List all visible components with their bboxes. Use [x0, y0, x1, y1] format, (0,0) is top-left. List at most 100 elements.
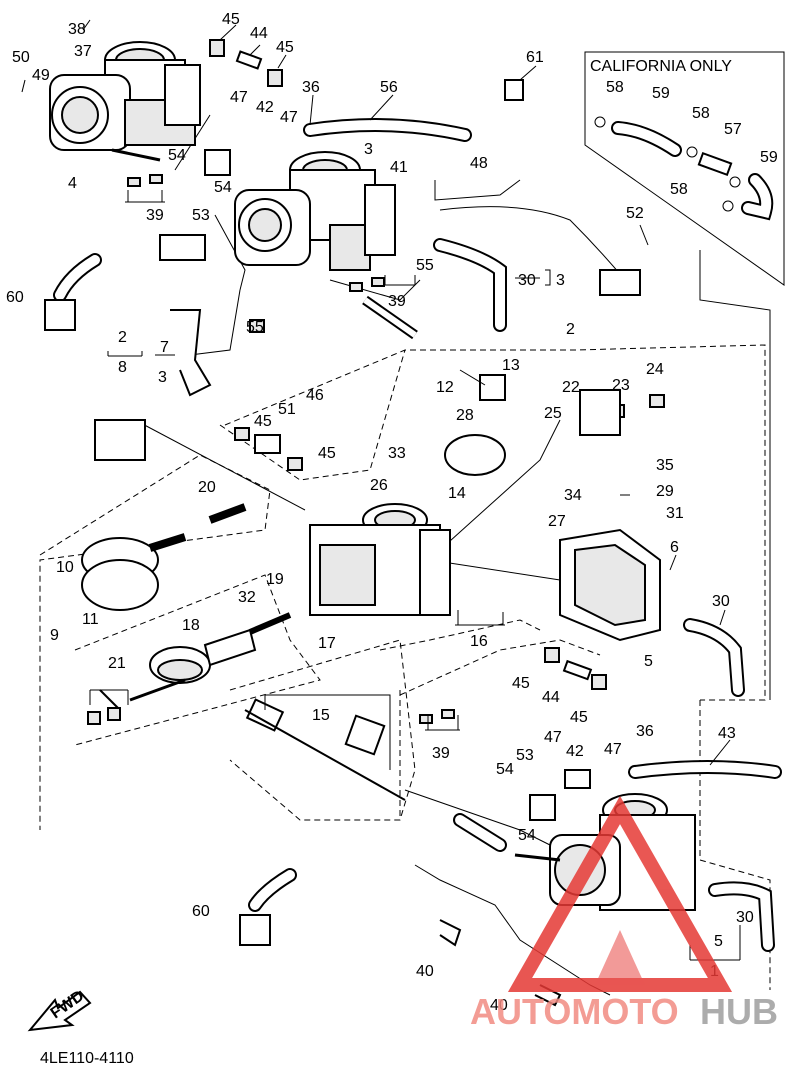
callout-39-top: 39 [146, 207, 164, 224]
california-only-label: CALIFORNIA ONLY [590, 58, 732, 75]
carburetor-assembly-center [309, 503, 451, 616]
callout-54-low-b: 54 [518, 827, 536, 844]
callout-30-low: 30 [736, 909, 754, 926]
callout-24: 24 [646, 361, 664, 378]
callout-9: 9 [50, 627, 59, 644]
callout-21: 21 [108, 655, 126, 672]
callout-40-b: 40 [490, 997, 508, 1014]
callout-42-top: 42 [256, 99, 274, 116]
callout-45-mid-a: 45 [254, 413, 272, 430]
callout-47-low-b: 47 [604, 741, 622, 758]
callout-32: 32 [238, 589, 256, 606]
callout-40-a: 40 [416, 963, 434, 980]
forward-arrow: FWD [27, 987, 92, 1032]
callout-60-top: 60 [6, 289, 24, 306]
callout-14: 14 [448, 485, 466, 502]
callout-50: 50 [12, 49, 30, 66]
callout-59-a: 59 [652, 85, 670, 102]
callout-58-b: 58 [692, 105, 710, 122]
callout-2-mid: 2 [566, 321, 575, 338]
callout-39-mid: 39 [388, 293, 406, 310]
small-fasteners [87, 39, 665, 821]
callout-17: 17 [318, 635, 336, 652]
callout-52: 52 [626, 205, 644, 222]
california-only-box: CALIFORNIA ONLY [584, 51, 785, 286]
callout-58-a: 58 [606, 79, 624, 96]
callout-6: 6 [670, 539, 679, 556]
hoses [44, 118, 782, 952]
assembly-boundary-lines [39, 114, 771, 990]
diaphragm-parts [81, 503, 292, 702]
callout-3-bracket: 3 [556, 272, 565, 289]
callout-30-right: 30 [712, 593, 730, 610]
callout-3-main: 3 [364, 141, 373, 158]
callout-19: 19 [266, 571, 284, 588]
callout-16: 16 [470, 633, 488, 650]
callout-39-low: 39 [432, 745, 450, 762]
throttle-cable [434, 179, 641, 296]
carburetor-assembly-upper-middle [234, 151, 418, 340]
callout-26: 26 [370, 477, 388, 494]
callout-37: 37 [74, 43, 92, 60]
callout-7: 7 [160, 339, 169, 356]
callout-27: 27 [548, 513, 566, 530]
callout-46: 46 [306, 387, 324, 404]
callout-54-top-a: 54 [168, 147, 186, 164]
callout-4: 4 [68, 175, 77, 192]
callout-3-left: 3 [158, 369, 167, 386]
callout-43: 43 [718, 725, 736, 742]
callout-11: 11 [82, 611, 99, 628]
callout-44-low: 44 [542, 689, 560, 706]
callout-58-c: 58 [670, 181, 688, 198]
callout-33: 33 [388, 445, 406, 462]
callout-8: 8 [118, 359, 127, 376]
callout-31: 31 [666, 505, 684, 522]
callout-2-left: 2 [118, 329, 127, 346]
callout-59-b: 59 [760, 149, 778, 166]
watermark-text-automoto: AUTOMOTO [470, 991, 679, 1032]
watermark: AUTOMOTO HUB [470, 795, 778, 1032]
callout-34: 34 [564, 487, 582, 504]
callout-45-mid-b: 45 [318, 445, 336, 462]
callout-20: 20 [198, 479, 216, 496]
callout-55-b: 55 [246, 319, 264, 336]
callout-18: 18 [182, 617, 200, 634]
carburetor-assembly-upper-left [49, 41, 201, 162]
callout-28: 28 [456, 407, 474, 424]
callout-15: 15 [312, 707, 330, 724]
callout-56: 56 [380, 79, 398, 96]
callout-leader-lines [21, 19, 741, 961]
callout-54-top-b: 54 [214, 179, 232, 196]
callout-57: 57 [724, 121, 742, 138]
callout-36-top: 36 [302, 79, 320, 96]
callout-25: 25 [544, 405, 562, 422]
callout-47-top-b: 47 [280, 109, 298, 126]
callout-36-low: 36 [636, 723, 654, 740]
callout-53-top: 53 [192, 207, 210, 224]
callout-22: 22 [562, 379, 580, 396]
diagram-code: 4LE110-4110 [40, 1050, 134, 1067]
callout-42-low: 42 [566, 743, 584, 760]
callout-10: 10 [56, 559, 74, 576]
callout-12: 12 [436, 379, 454, 396]
callout-5-low: 5 [714, 933, 723, 950]
callout-23: 23 [612, 377, 630, 394]
callout-45-low-b: 45 [570, 709, 588, 726]
callout-38: 38 [68, 21, 86, 38]
callout-51: 51 [278, 401, 296, 418]
callout-41: 41 [390, 159, 408, 176]
callout-45-top-b: 45 [276, 39, 294, 56]
callout-44-top: 44 [250, 25, 268, 42]
callout-49: 49 [32, 67, 50, 84]
callout-13: 13 [502, 357, 520, 374]
callout-45-low-a: 45 [512, 675, 530, 692]
callout-55-a: 55 [416, 257, 434, 274]
watermark-text-hub: HUB [700, 991, 778, 1032]
callout-61: 61 [526, 49, 544, 66]
callout-29: 29 [656, 483, 674, 500]
callout-47-top-a: 47 [230, 89, 248, 106]
callout-53-low: 53 [516, 747, 534, 764]
callout-47-low-a: 47 [544, 729, 562, 746]
callout-60-low: 60 [192, 903, 210, 920]
